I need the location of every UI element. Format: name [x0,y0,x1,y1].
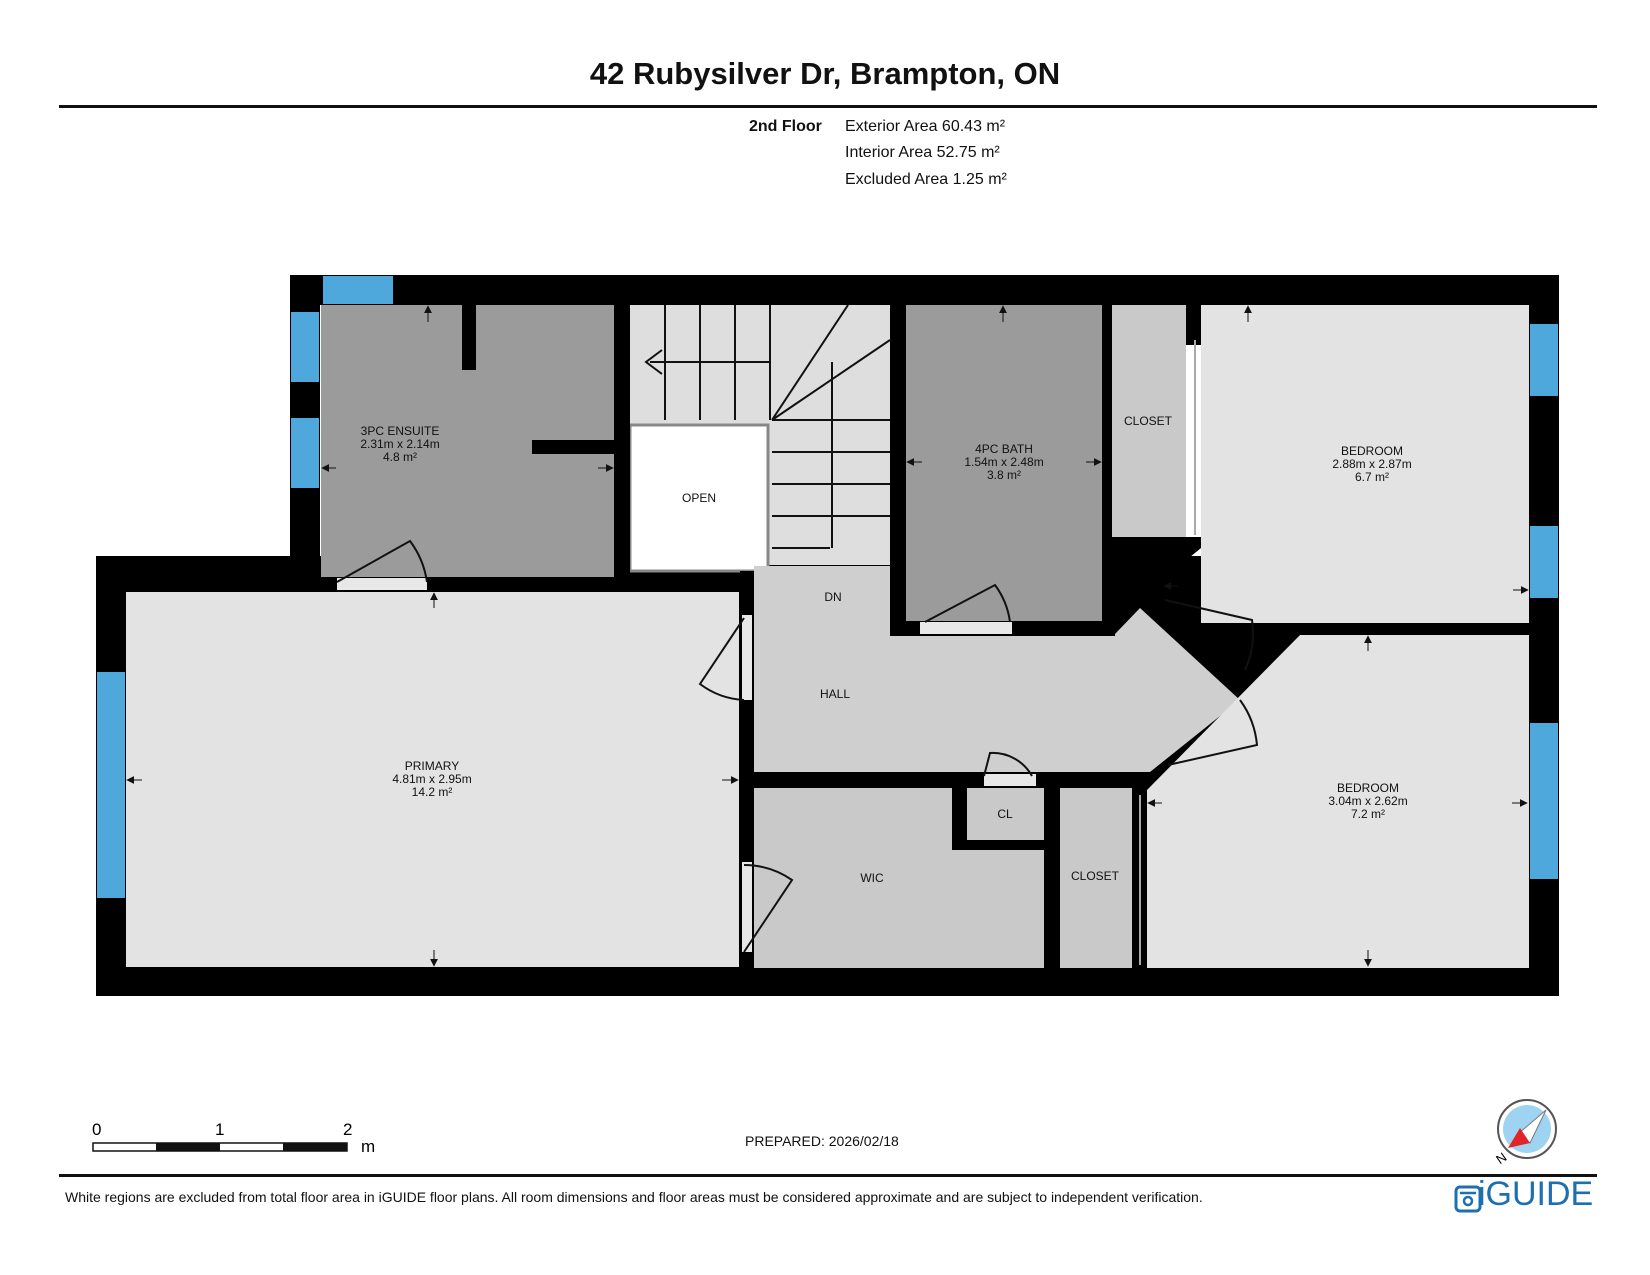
window [1530,324,1558,396]
closet-bottom-floor [1060,788,1132,968]
bedroom-bottom-name: BEDROOM [1337,781,1399,795]
scale-tick-0: 0 [92,1120,101,1139]
primary-name: PRIMARY [405,759,459,773]
bedroom-top-name: BEDROOM [1341,444,1403,458]
cl-label: CL [997,807,1013,821]
scale-tick-1: 1 [215,1120,224,1139]
hall-floor [754,566,1240,772]
bedroom-top-area: 6.7 m² [1355,470,1389,484]
hall-label: HALL [820,687,850,701]
closet-bottom-label: CLOSET [1071,869,1120,883]
bedroom-bottom-floor [1147,635,1529,968]
open-area [628,423,770,573]
interior-area: Interior Area 52.75 m² [845,144,1000,161]
brand-name: iGUIDE [1478,1175,1594,1213]
bath-area: 3.8 m² [987,468,1021,482]
prepared-date: PREPARED: 2026/02/18 [745,1133,899,1149]
bedroom-bottom-dims: 3.04m x 2.62m [1328,794,1407,808]
window [323,276,393,304]
stairs [644,304,891,549]
ensuite-area: 4.8 m² [383,450,417,464]
primary-dims: 4.81m x 2.95m [392,772,471,786]
bath-name: 4PC BATH [975,442,1033,456]
cl-floor [967,788,1044,840]
ensuite-dims: 2.31m x 2.14m [360,437,439,451]
excluded-area: Excluded Area 1.25 m² [845,171,1007,188]
closet-top-floor [1112,305,1186,537]
bedroom-bottom-area: 7.2 m² [1351,807,1385,821]
window [291,418,319,488]
scale-bar: 0 1 2 m [92,1120,375,1156]
exterior-area: Exterior Area 60.43 m² [845,118,1006,135]
scale-unit: m [361,1137,375,1156]
primary-floor [126,592,739,967]
window [97,672,125,898]
window [1530,526,1558,598]
room-floors [126,305,1529,968]
bath-dims: 1.54m x 2.48m [964,455,1043,469]
floor-label: 2nd Floor [749,118,822,135]
open-label: OPEN [682,491,716,505]
windows [97,276,1558,898]
window [1530,723,1558,879]
bedroom-top-dims: 2.88m x 2.87m [1332,457,1411,471]
wic-label: WIC [860,871,884,885]
primary-area: 14.2 m² [412,785,453,799]
window [291,312,319,382]
page-title: 42 Rubysilver Dr, Brampton, ON [589,56,1061,91]
bath-floor [906,305,1102,621]
disclaimer-text: White regions are excluded from total fl… [65,1189,1203,1205]
compass-icon: N [1493,1099,1557,1167]
room-labels: 3PC ENSUITE 2.31m x 2.14m 4.8 m² OPEN 4P… [360,414,1411,885]
interior-walls [321,305,1529,971]
doors [336,340,1259,965]
ensuite-name: 3PC ENSUITE [361,424,440,438]
compass-north-label: N [1493,1149,1509,1167]
bedroom-top-floor [1201,305,1529,623]
dn-label: DN [824,590,841,604]
scale-tick-2: 2 [343,1120,352,1139]
footer-divider [59,1174,1597,1177]
iguide-logo-icon [1454,1185,1482,1213]
dimension-arrows [126,305,1529,967]
header-divider [59,105,1597,108]
closet-top-label: CLOSET [1124,414,1173,428]
